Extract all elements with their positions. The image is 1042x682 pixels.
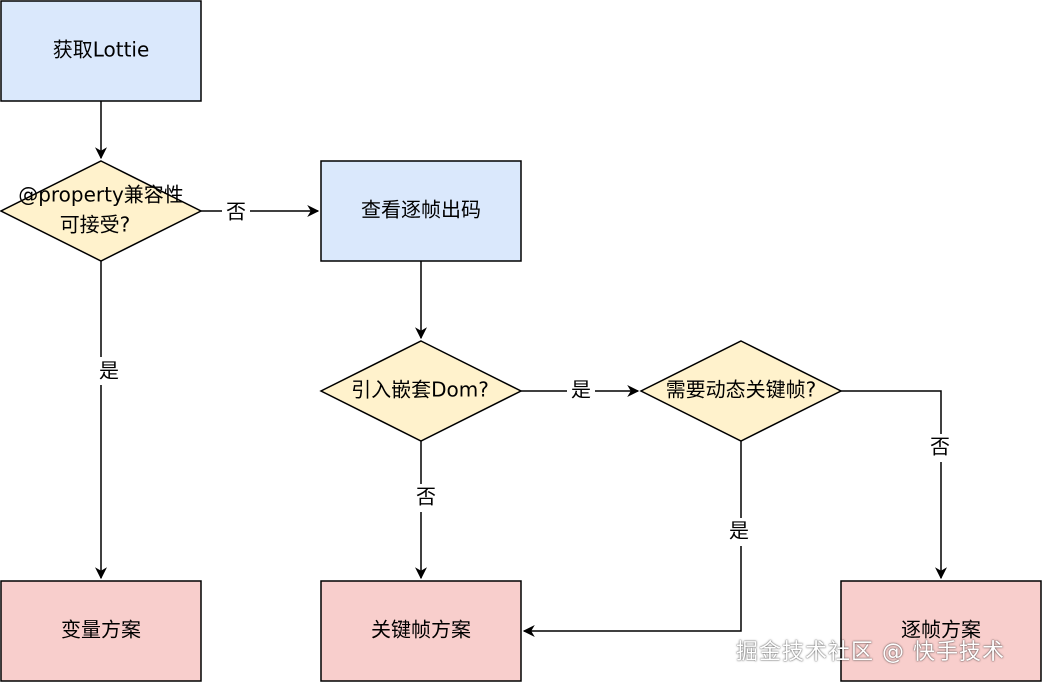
- node-check-frame-export: 查看逐帧出码: [320, 160, 522, 262]
- edge-label-compat-no: 否: [226, 200, 246, 224]
- node-dynamic-keyframe-label: 需要动态关键帧?: [666, 378, 817, 402]
- node-variable-plan: 变量方案: [0, 580, 202, 682]
- node-get-lottie-label: 获取Lottie: [53, 38, 150, 62]
- node-property-compat-line2: 可接受?: [60, 213, 131, 237]
- node-frame-plan: 逐帧方案: [840, 580, 1042, 682]
- node-keyframe-plan: 关键帧方案: [320, 580, 522, 682]
- node-variable-plan-label: 变量方案: [61, 618, 141, 642]
- node-check-frame-export-label: 查看逐帧出码: [361, 198, 481, 222]
- edge-label-dynamic-no: 否: [930, 435, 950, 459]
- node-property-compat-line1: @property兼容性: [18, 183, 184, 207]
- node-get-lottie: 获取Lottie: [0, 0, 202, 102]
- edge-label-dynamic-yes: 是: [729, 519, 749, 543]
- node-property-compat: @property兼容性 可接受?: [0, 160, 203, 262]
- edge-labels: 否 是 是 否 否 是: [95, 199, 954, 546]
- node-nested-dom: 引入嵌套Dom?: [319, 340, 523, 442]
- edge-label-nested-yes: 是: [571, 378, 591, 402]
- watermark: 掘金技术社区 @ 快手技术: [736, 640, 1005, 665]
- node-nested-dom-label: 引入嵌套Dom?: [351, 378, 489, 402]
- edge-label-compat-yes: 是: [99, 359, 119, 383]
- edge-dynamic-to-keyframe: [522, 441, 742, 637]
- edge-label-nested-no: 否: [416, 485, 436, 509]
- node-keyframe-plan-label: 关键帧方案: [371, 618, 471, 642]
- edge-dynamic-to-frame: [840, 390, 947, 580]
- node-dynamic-keyframe: 需要动态关键帧?: [639, 340, 843, 442]
- node-frame-plan-label: 逐帧方案: [901, 618, 981, 642]
